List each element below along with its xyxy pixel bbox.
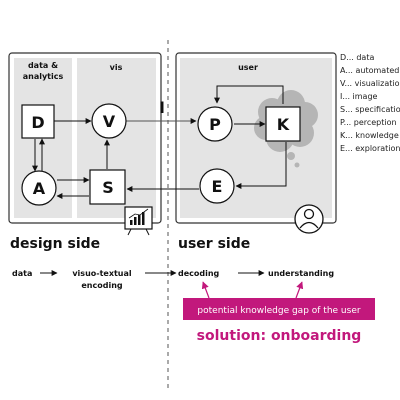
node-a-circle — [21, 170, 57, 206]
legend-item: A... automated analy — [340, 66, 400, 75]
solution-text: solution: onboarding — [197, 328, 362, 344]
user-avatar-icon — [294, 204, 324, 234]
knowledge-gap-box — [183, 298, 375, 320]
legend-item: S... specification — [340, 105, 400, 114]
gap-arrow-understanding — [295, 281, 304, 299]
design-side-title: design side — [10, 236, 100, 252]
flow-data: data — [12, 269, 32, 278]
user-side-title: user side — [178, 236, 250, 252]
edge-k-e — [235, 142, 287, 189]
node-e-label: E — [212, 177, 223, 196]
data-analytics-label: data & — [28, 61, 58, 70]
node-k-label: K — [277, 115, 290, 134]
user-label: user — [238, 63, 258, 72]
legend-item: K... knowledge — [340, 131, 399, 140]
image-node-label: I — [159, 98, 165, 117]
legend: D... data A... automated analy V... visu… — [340, 53, 400, 153]
legend-item: E... exploration — [340, 144, 400, 153]
gap-arrow-decoding — [201, 281, 210, 299]
legend-item: D... data — [340, 53, 374, 62]
legend-item: P... perception — [340, 118, 397, 127]
flow-encoding-1: visuo-textual — [72, 269, 132, 278]
legend-item: V... visualization — [340, 79, 400, 88]
node-d-box — [21, 104, 55, 139]
node-a-label: A — [33, 179, 46, 198]
node-s-label: S — [102, 178, 114, 197]
chart-presentation-icon — [124, 206, 153, 236]
flow-decoding: decoding — [178, 269, 220, 278]
node-d-label: D — [31, 113, 44, 132]
node-p-circle — [197, 106, 233, 142]
legend-item: I... image — [340, 92, 378, 101]
node-v-label: V — [103, 112, 116, 131]
vis-label: vis — [110, 63, 123, 72]
node-p-label: P — [209, 115, 221, 134]
edge-k-p — [214, 85, 284, 104]
flow-encoding-2: encoding — [81, 281, 123, 290]
knowledge-gap-text: potential knowledge gap of the user — [197, 306, 360, 316]
data-analytics-label-2: analytics — [23, 72, 64, 81]
node-s-box — [89, 169, 126, 205]
node-k-box — [265, 106, 301, 142]
node-e-circle — [199, 168, 235, 204]
flow-understanding: understanding — [268, 269, 334, 278]
node-v-circle — [91, 103, 127, 139]
